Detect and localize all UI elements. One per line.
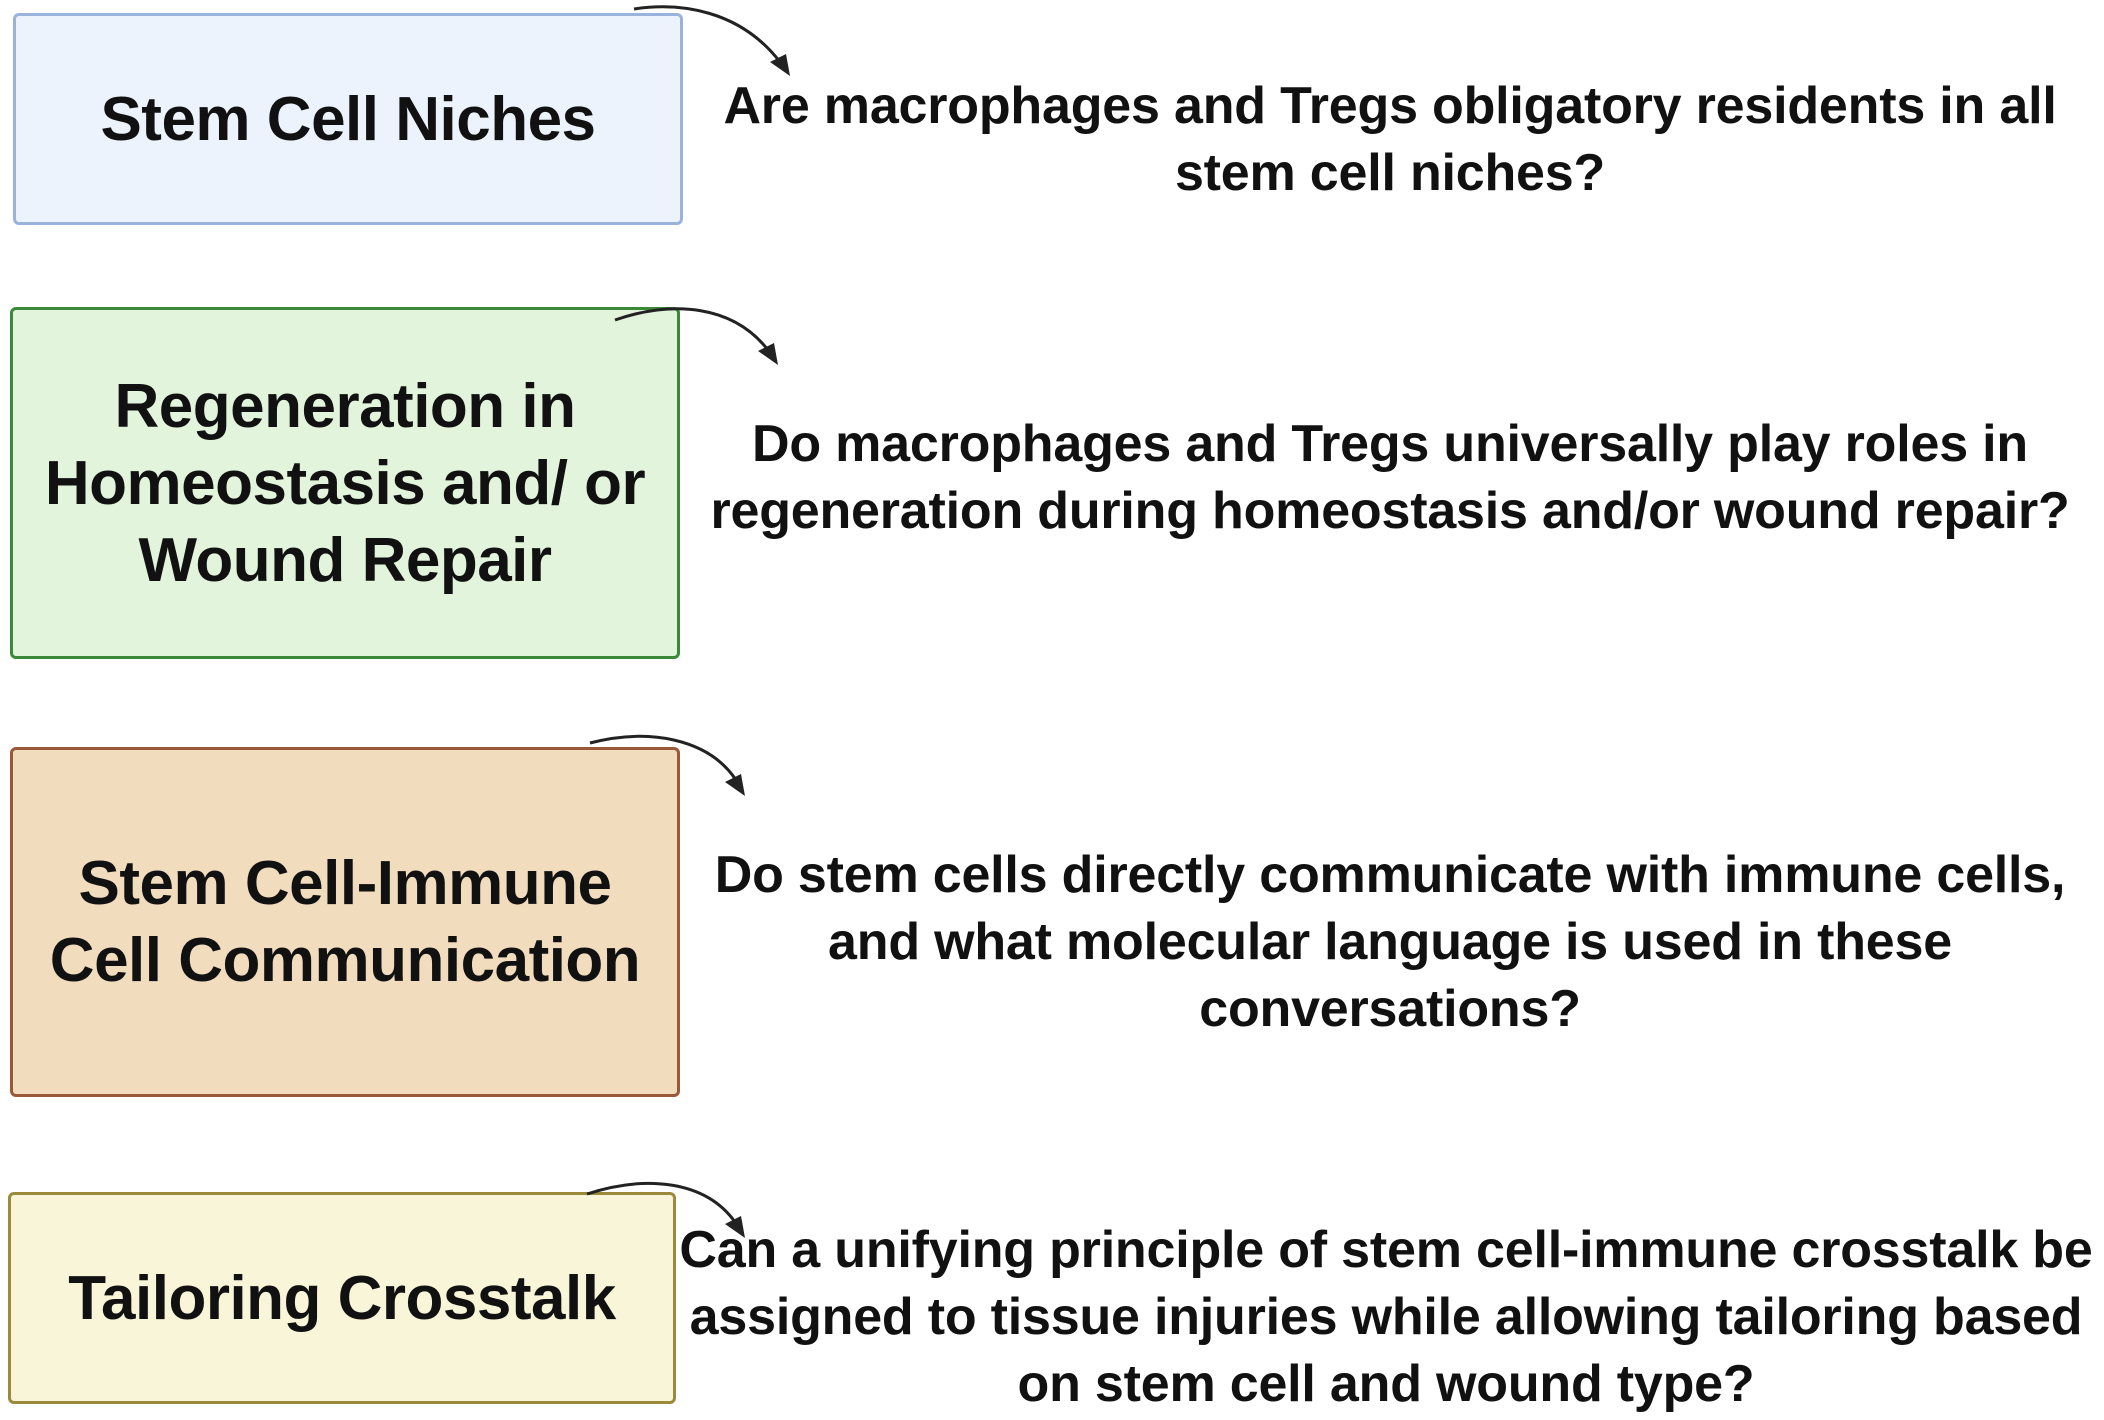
- question-text: Do macrophages and Tregs universally pla…: [710, 414, 2070, 540]
- topic-box-communication: Stem Cell-Immune Cell Communication: [10, 747, 680, 1097]
- curved-arrow-icon: [633, 5, 790, 76]
- question-communication: Do stem cells directly communicate with …: [700, 840, 2080, 1045]
- curved-arrow-icon: [589, 734, 745, 796]
- question-text: Are macrophages and Tregs obligatory res…: [723, 77, 2057, 202]
- topic-label: Regeneration in Homeostasis and/ or Woun…: [44, 371, 646, 595]
- question-stem-cell-niches: Are macrophages and Tregs obligatory res…: [700, 70, 2080, 210]
- topic-box-regeneration: Regeneration in Homeostasis and/ or Woun…: [10, 307, 680, 659]
- curved-arrow-icon: [586, 1181, 745, 1238]
- question-regeneration: Do macrophages and Tregs universally pla…: [700, 375, 2080, 580]
- question-tailoring: Can a unifying principle of stem cell-im…: [676, 1215, 2096, 1420]
- question-text: Do stem cells directly communicate with …: [714, 846, 2066, 1038]
- topic-label: Tailoring Crosstalk: [68, 1263, 616, 1333]
- topic-label: Stem Cell-Immune Cell Communication: [49, 849, 641, 995]
- question-text: Can a unifying principle of stem cell-im…: [679, 1221, 2093, 1413]
- topic-box-stem-cell-niches: Stem Cell Niches: [13, 13, 683, 225]
- topic-box-tailoring: Tailoring Crosstalk: [8, 1192, 676, 1404]
- topic-label: Stem Cell Niches: [100, 84, 596, 154]
- curved-arrow-icon: [614, 307, 778, 365]
